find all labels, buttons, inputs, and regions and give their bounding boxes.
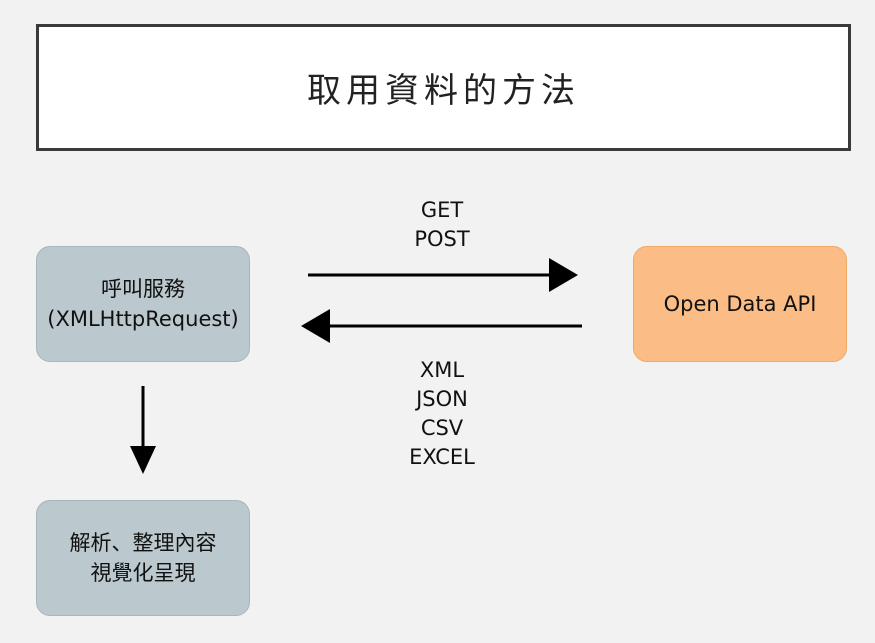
request-methods: GET POST <box>372 196 512 254</box>
process-node: 解析、整理內容 視覺化呈現 <box>36 500 250 616</box>
format-xml-label: XML <box>419 358 465 382</box>
title-box: 取用資料的方法 <box>36 24 851 151</box>
client-node: 呼叫服務 (XMLHttpRequest) <box>36 246 250 362</box>
format-json-label: JSON <box>416 387 468 411</box>
format-excel-label: EXCEL <box>409 445 475 469</box>
client-node-title: 呼叫服務 <box>101 277 185 301</box>
response-formats: XML JSON CSV EXCEL <box>372 356 512 472</box>
response-arrow <box>301 309 582 343</box>
client-node-subtitle: (XMLHttpRequest) <box>47 307 239 331</box>
method-get-label: GET <box>420 198 464 222</box>
process-arrow <box>130 386 156 474</box>
api-node: Open Data API <box>633 246 847 362</box>
method-post-label: POST <box>414 227 470 251</box>
process-node-line1: 解析、整理內容 <box>69 531 217 555</box>
format-csv-label: CSV <box>420 416 464 440</box>
api-node-label: Open Data API <box>663 292 817 316</box>
diagram-title: 取用資料的方法 <box>307 71 580 111</box>
process-node-line2: 視覺化呈現 <box>90 561 196 585</box>
request-arrow <box>308 258 578 292</box>
